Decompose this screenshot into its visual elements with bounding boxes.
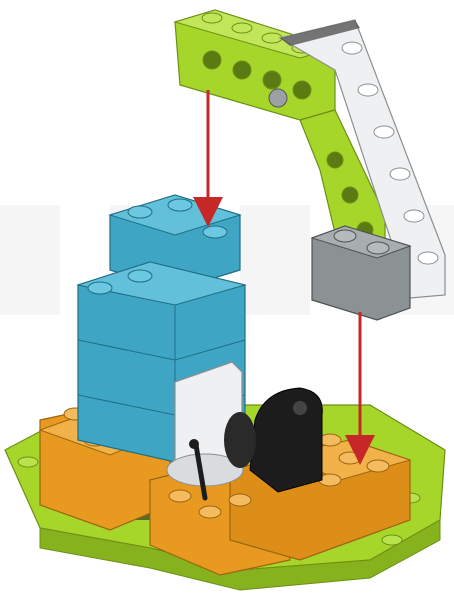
grey-axle-pin	[269, 89, 287, 107]
black-connector-body	[250, 388, 322, 492]
